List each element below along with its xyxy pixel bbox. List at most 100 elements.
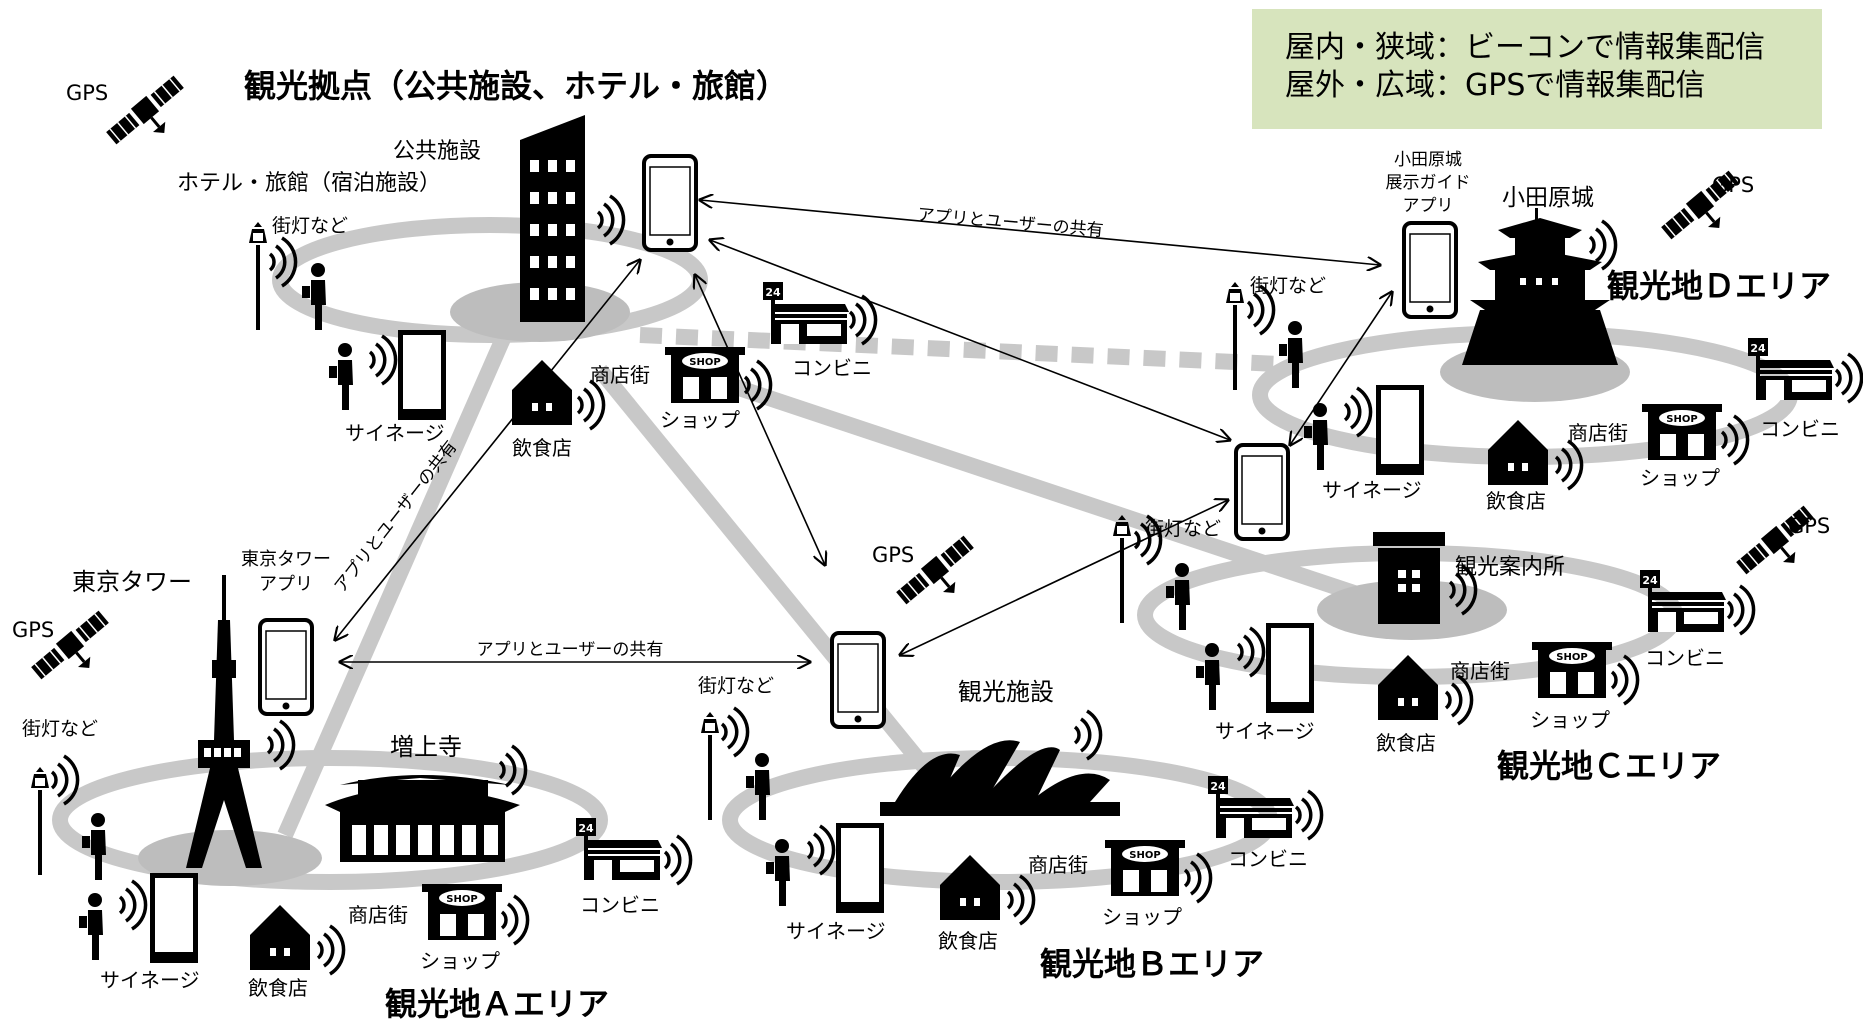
link-label-middle: アプリとユーザーの共有 <box>477 640 664 660</box>
communication-links <box>335 200 1392 662</box>
temple-label: 増上寺 <box>390 733 462 761</box>
gps-label-b: GPS <box>872 543 914 567</box>
info-center-label: 観光案内所 <box>1455 555 1565 580</box>
area-a-restaurant-label: 飲食店 <box>248 976 308 1000</box>
area-c: 観光地Ｃエリア 観光案内所 街灯など サイネージ 飲食店 商店街 ショップ コン… <box>1113 443 1756 785</box>
area-b-convenience-waves-icon <box>1294 789 1324 841</box>
hub-convenience-label: コンビニ <box>792 356 872 380</box>
gps-label-c: GPS <box>1788 514 1830 538</box>
area-c-signage-icon <box>1266 623 1314 713</box>
area-a-shopping-street-label: 商店街 <box>348 903 408 927</box>
area-c-phone-icon <box>1234 443 1290 541</box>
area-c-shop-label: ショップ <box>1530 708 1610 732</box>
area-b-streetlight-label: 街灯など <box>698 675 774 697</box>
area-a-convenience-label: コンビニ <box>580 893 660 917</box>
hub-convenience-waves-icon <box>848 294 878 346</box>
gps-label-a: GPS <box>12 618 54 642</box>
area-b-signage-icon <box>836 823 884 913</box>
area-c-signage-label: サイネージ <box>1215 719 1315 743</box>
area-b-shop-label: ショップ <box>1102 905 1182 929</box>
area-a-person-1-icon <box>82 813 106 880</box>
area-d-person-2-icon <box>1304 403 1328 470</box>
area-b: 観光地Ｂエリア 観光施設 街灯など サイネージ 飲食店 商店街 ショップ コンビ… <box>698 631 1324 983</box>
area-d-restaurant-waves-icon <box>1554 439 1584 491</box>
legend-line-gps: 屋外・広域：GPSで情報集配信 <box>1285 68 1706 103</box>
area-c-streetlight-icon <box>1113 515 1131 623</box>
area-d-restaurant-icon <box>1488 420 1548 485</box>
hub-signage-icon <box>398 330 446 420</box>
area-b-shopping-street-label: 商店街 <box>1028 853 1088 877</box>
castle-app-phone-icon <box>1402 221 1458 319</box>
gps-label-hub: GPS <box>66 81 108 105</box>
hub-streetlight-label: 街灯など <box>272 215 348 237</box>
zojoji-temple-icon <box>325 775 520 862</box>
hub-restaurant-waves-icon <box>576 379 606 431</box>
area-d-signage-label: サイネージ <box>1322 478 1422 502</box>
area-c-restaurant-icon <box>1378 655 1438 720</box>
hub-restaurant-label: 飲食店 <box>512 436 572 460</box>
area-d-shop-icon <box>1641 403 1723 461</box>
hub-restaurant-icon <box>512 360 572 425</box>
area-a-person-2-icon <box>79 893 103 960</box>
tower-label: 東京タワー <box>72 568 192 596</box>
area-a-streetlight-waves-icon <box>50 754 80 806</box>
hotel-label: ホテル・旅館（宿泊施設） <box>177 171 441 196</box>
area-a-signage-icon <box>150 873 198 963</box>
link-hub-phone-to-b-phone <box>695 275 825 565</box>
link-c-phone-to-castle-app <box>1290 292 1392 445</box>
link-label-top: アプリとユーザーの共有 <box>917 205 1105 241</box>
area-d-title: 観光地Ｄエリア <box>1607 267 1831 305</box>
gps-satellite-icon-hub <box>103 72 200 163</box>
area-a-title: 観光地Ａエリア <box>385 985 609 1023</box>
area-d-signage-icon <box>1376 385 1424 475</box>
hub-signage-label: サイネージ <box>345 421 445 445</box>
area-d: 観光地Ｄエリア 小田原城 小田原城 展示ガイド アプリ 街灯など サイネージ 飲… <box>1226 150 1863 513</box>
area-d-shop-label: ショップ <box>1640 466 1720 490</box>
area-c-convenience-label: コンビニ <box>1645 646 1725 670</box>
hub-phone-icon <box>642 154 698 252</box>
area-d-convenience-label: コンビニ <box>1760 417 1840 441</box>
legend-box: 屋内・狭域：ビーコンで情報集配信 屋外・広域：GPSで情報集配信 <box>1252 9 1822 129</box>
public-facility-building-icon <box>520 115 585 322</box>
area-a-restaurant-waves-icon <box>316 924 346 976</box>
area-c-title: 観光地Ｃエリア <box>1497 747 1721 785</box>
area-d-shopping-street-label: 商店街 <box>1568 421 1628 445</box>
area-a-signage-waves-icon <box>118 879 148 931</box>
area-b-title: 観光地Ｂエリア <box>1040 945 1264 983</box>
area-c-shop-waves-icon <box>1610 654 1640 706</box>
area-b-signage-label: サイネージ <box>786 919 886 943</box>
tower-app-label-line1: 東京タワー <box>241 549 331 570</box>
area-a-restaurant-icon <box>250 905 310 970</box>
area-b-convenience-label: コンビニ <box>1228 847 1308 871</box>
opera-house-facility-icon <box>880 740 1120 816</box>
gps-label-d: GPS <box>1712 173 1754 197</box>
area-c-shop-icon <box>1531 641 1613 699</box>
area-a-shop-icon <box>421 883 503 941</box>
area-c-restaurant-label: 飲食店 <box>1376 731 1436 755</box>
hub-shop-label: ショップ <box>660 408 740 432</box>
hub-person-2-icon <box>329 343 353 410</box>
facility-label: 観光施設 <box>958 678 1054 706</box>
hub-signage-waves-icon <box>368 334 398 386</box>
area-c-person-1-icon <box>1166 563 1190 630</box>
hub-streetlight-icon <box>249 222 267 330</box>
area-a-convenience-icon <box>576 818 662 880</box>
info-center-building-icon <box>1373 532 1445 624</box>
area-c-convenience-icon <box>1640 570 1726 632</box>
area-d-streetlight-icon <box>1226 282 1244 390</box>
hub-area: 観光拠点（公共施設、ホテル・旅館） 公共施設 ホテル・旅館（宿泊施設） 街灯など… <box>177 67 878 460</box>
hub-convenience-icon <box>763 282 849 344</box>
hub-shop-icon <box>664 346 746 404</box>
tower-base-ellipse <box>138 830 322 886</box>
hub-shopping-street-label: 商店街 <box>590 363 650 387</box>
area-b-phone-icon <box>830 631 886 729</box>
castle-label: 小田原城 <box>1502 185 1594 211</box>
area-b-shop-icon <box>1104 839 1186 897</box>
area-b-restaurant-icon <box>940 855 1000 920</box>
area-a-shop-waves-icon <box>500 894 530 946</box>
area-b-convenience-icon <box>1208 776 1294 838</box>
link-hub-phone-to-castle-app <box>700 200 1380 265</box>
public-facility-label: 公共施設 <box>393 139 481 164</box>
area-c-shopping-street-label: 商店街 <box>1450 659 1510 683</box>
link-hub-phone-to-tower-app <box>335 260 640 640</box>
